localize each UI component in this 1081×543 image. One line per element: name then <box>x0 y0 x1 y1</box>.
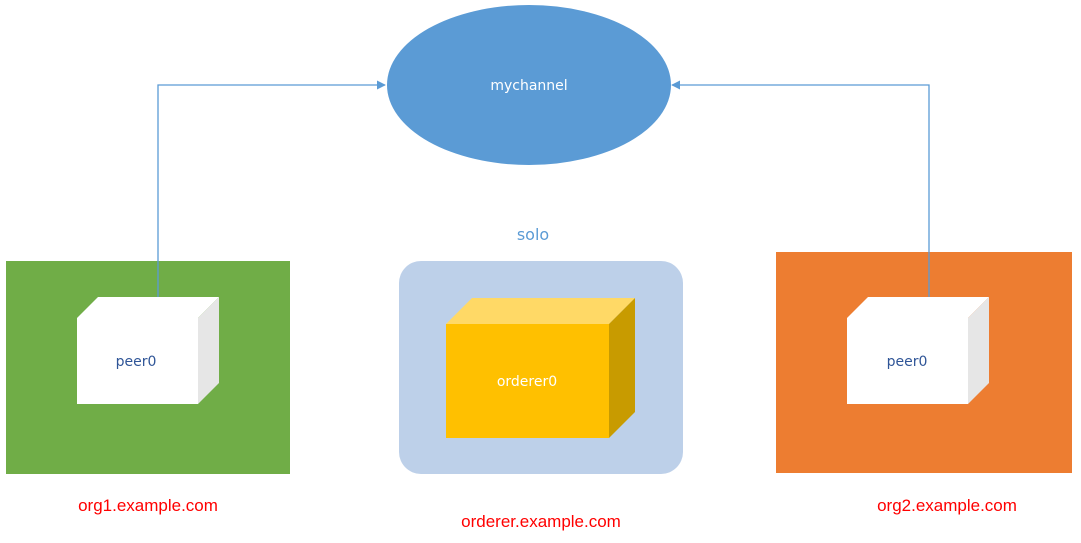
orderer-top-face <box>446 298 635 324</box>
org1-peer-side-face <box>198 297 219 404</box>
org2-to-channel-connector <box>671 80 930 297</box>
orderer-front-face <box>446 324 609 438</box>
org2-peer-side-face <box>968 297 989 404</box>
org2-group[interactable]: peer0 <box>776 252 1072 473</box>
org1-peer-front-face <box>77 318 198 404</box>
orderer-caption: orderer.example.com <box>461 512 621 531</box>
org2-peer-front-face <box>847 318 968 404</box>
channel-label: mychannel <box>490 78 567 94</box>
orderer-group[interactable]: solo orderer0 <box>399 225 683 474</box>
org2-peer-node[interactable]: peer0 <box>847 297 989 404</box>
orderer-node[interactable]: orderer0 <box>446 298 635 438</box>
orderer-consensus-label: solo <box>517 225 549 244</box>
org1-peer-top-face <box>77 297 219 318</box>
org1-caption: org1.example.com <box>78 496 218 515</box>
orderer-side-face <box>609 298 635 438</box>
org1-peer-label: peer0 <box>116 354 157 370</box>
orderer-node-label: orderer0 <box>497 374 557 390</box>
channel-ellipse <box>387 5 671 165</box>
org1-to-channel-connector <box>157 80 386 297</box>
channel-node[interactable]: mychannel <box>387 5 671 165</box>
org1-group[interactable]: peer0 <box>6 261 290 474</box>
org2-peer-label: peer0 <box>887 354 928 370</box>
org2-peer-top-face <box>847 297 989 318</box>
org1-peer-node[interactable]: peer0 <box>77 297 219 404</box>
org2-caption: org2.example.com <box>877 496 1017 515</box>
